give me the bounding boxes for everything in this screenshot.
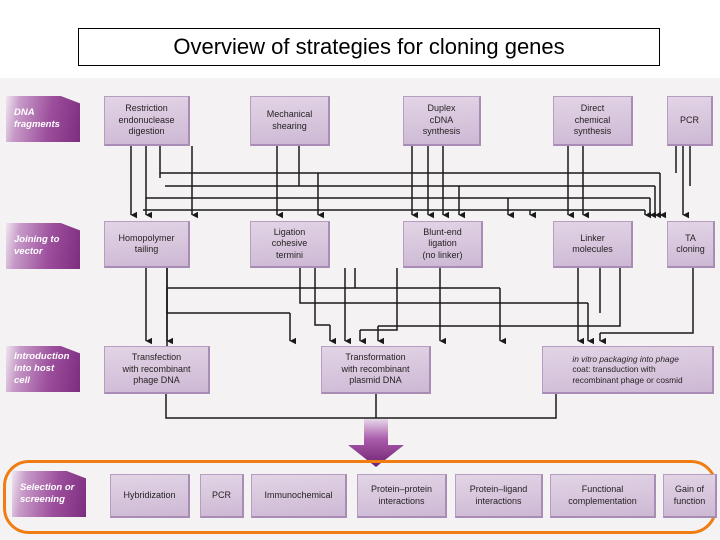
stage-label-introduction-into-host-cell: Introduction into host cell (6, 346, 80, 392)
box-line: Hybridization (123, 489, 176, 500)
box-ligation-cohesive-termini[interactable]: Ligation cohesive termini (250, 221, 330, 268)
box-line: in vitro packaging into phage (572, 353, 679, 364)
box-line: chemical (574, 114, 611, 125)
box-line: phage DNA (133, 375, 180, 386)
box-line: Duplex (427, 103, 456, 114)
box-line: Protein–protein (370, 484, 433, 494)
stage-label-dna-fragments: DNA fragments (6, 96, 80, 142)
box-line: digestion (128, 126, 165, 137)
box-line: Transfection (131, 352, 182, 363)
box-line: cloning (676, 244, 705, 254)
box-protein-protein-interactions[interactable]: Protein–protein interactions (357, 474, 447, 518)
box-line: ligation (428, 238, 457, 249)
box-functional-complementation[interactable]: Functional complementation (550, 474, 656, 518)
box-line: Gain of (674, 484, 705, 494)
box-line: cohesive (271, 238, 308, 249)
box-ta-cloning[interactable]: TA cloning (667, 221, 715, 268)
box-line: endonuclease (118, 114, 175, 125)
box-line: synthesis (573, 126, 612, 137)
box-pcr-screening[interactable]: PCR (200, 474, 244, 518)
box-pcr[interactable]: PCR (667, 96, 713, 146)
box-line: function (673, 495, 706, 506)
box-line: Mechanical (266, 109, 313, 119)
stage-label-line: into host cell (14, 363, 55, 386)
box-line: interactions (378, 495, 425, 506)
box-transfection-with-recombinant-phage-dna[interactable]: Transfection with recombinant phage DNA (104, 346, 210, 394)
box-direct-chemical-synthesis[interactable]: Direct chemical synthesis (553, 96, 633, 146)
box-line: synthesis (422, 126, 461, 137)
box-line: molecules (572, 244, 613, 254)
box-line: Blunt-end (423, 226, 462, 237)
box-transformation-with-recombinant-plasmid-dna[interactable]: Transformation with recombinant plasmid … (321, 346, 431, 394)
stage-label-joining-to-vector: Joining to vector (6, 223, 80, 269)
box-line: coat: transduction with (572, 364, 656, 375)
box-line: recombinant phage or cosmid (572, 374, 683, 385)
box-line: Protein–ligand (469, 484, 528, 494)
box-line: PCR (211, 489, 231, 500)
box-line: Linker (580, 232, 605, 243)
stage-label-line: Introduction (14, 351, 70, 362)
stage-label-line: DNA (14, 107, 35, 118)
box-linker-molecules[interactable]: Linker molecules (553, 221, 633, 268)
box-line: (no linker) (422, 249, 463, 260)
box-duplex-cdna-synthesis[interactable]: Duplex cDNA synthesis (403, 96, 481, 146)
stage-label-line: fragments (14, 119, 60, 130)
box-mechanical-shearing[interactable]: Mechanical shearing (250, 96, 330, 146)
box-immunochemical[interactable]: Immunochemical (251, 474, 347, 518)
box-gain-of-function[interactable]: Gain of function (663, 474, 717, 518)
box-line: complementation (568, 495, 637, 506)
box-line: TA (685, 232, 696, 243)
box-line: with recombinant (122, 363, 191, 374)
big-down-arrow-icon (348, 419, 404, 467)
page-title: Overview of strategies for cloning genes (173, 34, 565, 59)
box-line: cDNA (429, 114, 454, 125)
slide-title-box: Overview of strategies for cloning genes (78, 28, 660, 66)
stage-label-line: Joining to (14, 234, 60, 245)
stage-label-line: screening (20, 494, 65, 505)
cloning-strategy-flowchart: DNA fragments Joining to vector Introduc… (0, 78, 720, 540)
box-in-vitro-packaging-into-phage-coat[interactable]: in vitro packaging into phage coat: tran… (542, 346, 714, 394)
box-line: with recombinant (341, 363, 410, 374)
box-line: termini (275, 249, 303, 260)
box-line: Direct (580, 103, 605, 114)
box-line: interactions (475, 495, 522, 506)
box-line: Functional (581, 484, 624, 494)
box-blunt-end-ligation[interactable]: Blunt-end ligation (no linker) (403, 221, 483, 268)
box-protein-ligand-interactions[interactable]: Protein–ligand interactions (455, 474, 543, 518)
stage-label-line: vector (14, 246, 43, 257)
box-line: Immunochemical (264, 489, 333, 500)
box-line: shearing (272, 120, 307, 131)
box-line: Restriction (125, 103, 168, 114)
box-line: Transformation (345, 352, 406, 363)
box-line: plasmid DNA (349, 375, 402, 386)
box-line: PCR (679, 114, 699, 125)
stage-label-line: Selection or (20, 482, 75, 493)
box-line: tailing (134, 244, 159, 254)
box-hybridization[interactable]: Hybridization (110, 474, 190, 518)
box-restriction-endonuclease-digestion[interactable]: Restriction endonuclease digestion (104, 96, 190, 146)
flowchart-connectors (130, 146, 694, 419)
box-line: Ligation (273, 226, 306, 237)
box-line: Homopolymer (118, 232, 175, 243)
box-homopolymer-tailing[interactable]: Homopolymer tailing (104, 221, 190, 268)
